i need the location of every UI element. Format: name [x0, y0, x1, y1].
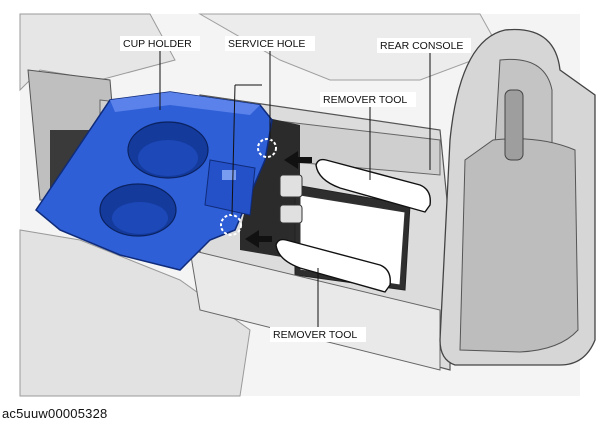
remover-tool-bottom	[275, 238, 391, 293]
callout-cup-holder: CUP HOLDER	[123, 38, 192, 50]
remover-tool-top	[315, 158, 431, 213]
service-hole-marker-bottom	[220, 214, 242, 236]
cup-holder-tab	[222, 170, 236, 180]
switch-button	[279, 204, 303, 224]
figure-code: ac5uuw00005328	[2, 406, 108, 421]
leader-service-hole-bottom	[231, 84, 236, 216]
console-front-face	[189, 249, 441, 371]
recess-shadow	[240, 118, 300, 260]
insert-arrow-top	[284, 151, 312, 169]
callout-rear-console: REAR CONSOLE	[380, 40, 463, 52]
insert-arrow-bottom	[245, 230, 272, 248]
cup-holder-side-wall	[204, 159, 256, 216]
lower-left-trim	[19, 229, 251, 397]
cup-well-lower-floor	[112, 202, 168, 234]
callout-remover-tool-top: REMOVER TOOL	[323, 94, 407, 106]
armrest-side	[459, 138, 579, 353]
switch-button	[279, 174, 303, 198]
callout-box-rear-console	[377, 38, 471, 53]
callout-box-remover-tool-top	[320, 92, 416, 107]
service-hole-marker-top	[257, 138, 277, 158]
callout-remover-tool-bottom: REMOVER TOOL	[273, 329, 357, 341]
top-trim	[198, 13, 501, 81]
callout-service-hole: SERVICE HOLE	[228, 38, 305, 50]
cup-well-upper-floor	[138, 140, 198, 176]
armrest-hinge	[504, 89, 524, 161]
callout-box-remover-tool-bottom	[270, 327, 366, 342]
cup-holder-rim-highlight	[110, 92, 260, 115]
callout-box-cup-holder	[120, 36, 200, 51]
callout-box-service-hole	[225, 36, 315, 51]
